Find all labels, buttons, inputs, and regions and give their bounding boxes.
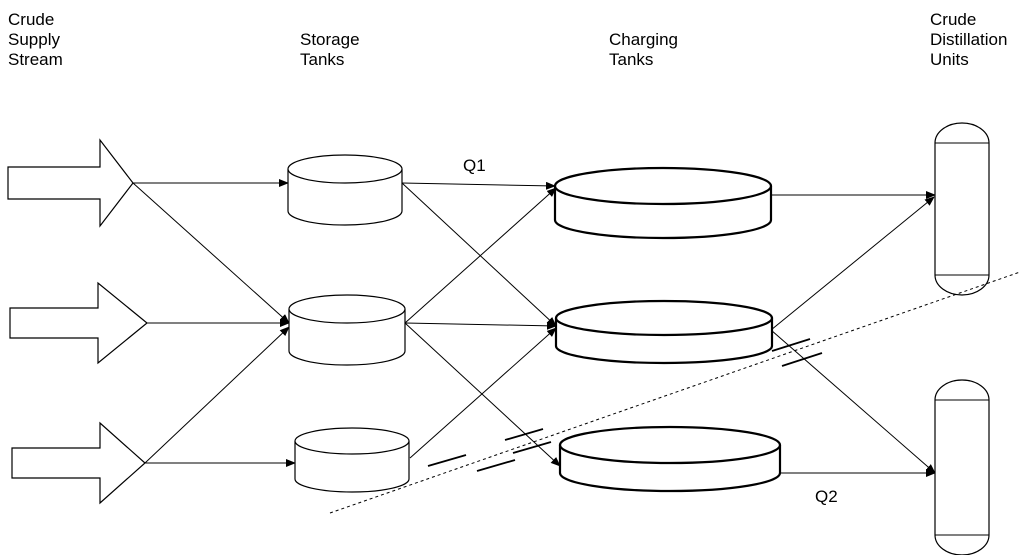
supply-arrow-2 [9,281,148,365]
flow-storage2-charging1 [404,187,557,324]
charging-tank-3 [558,425,782,493]
storage-tank-1 [287,154,403,226]
crude-distillation-unit-2 [934,379,990,555]
supply-arrow-1 [7,138,134,228]
column-title-crude-distillation-units: Crude Distillation Units [930,10,1008,69]
flow-storage3-charging2 [409,327,557,459]
storage-tank-2 [288,294,406,366]
flow-storage1-charging1-q1 [401,181,556,190]
flow-storage2-charging3 [404,322,561,467]
crude-distillation-unit-1 [934,122,990,296]
flow-label-q2: Q2 [815,487,838,506]
flow-charging2-cdu1 [770,196,935,331]
flow-label-q1: Q1 [463,156,486,175]
storage-tank-3 [294,427,410,493]
flow-storage1-charging2 [401,182,557,327]
flow-charging2-cdu2 [770,329,936,474]
charging-tank-1 [553,166,773,240]
cut-marks [427,338,823,472]
dotted-cut-line [329,271,1020,514]
flow-lines [132,179,936,477]
flow-supply3-storage2 [144,326,290,464]
column-title-storage-tanks: Storage Tanks [300,30,360,69]
flow-storage2-charging2 [404,321,557,330]
column-title-crude-supply-stream: Crude Supply Stream [8,10,63,69]
crude-supply-arrows [7,138,148,505]
column-title-charging-tanks: Charging Tanks [609,30,678,69]
supply-arrow-3 [11,421,146,505]
flow-supply1-storage2 [132,182,290,324]
charging-tank-2 [554,299,774,365]
